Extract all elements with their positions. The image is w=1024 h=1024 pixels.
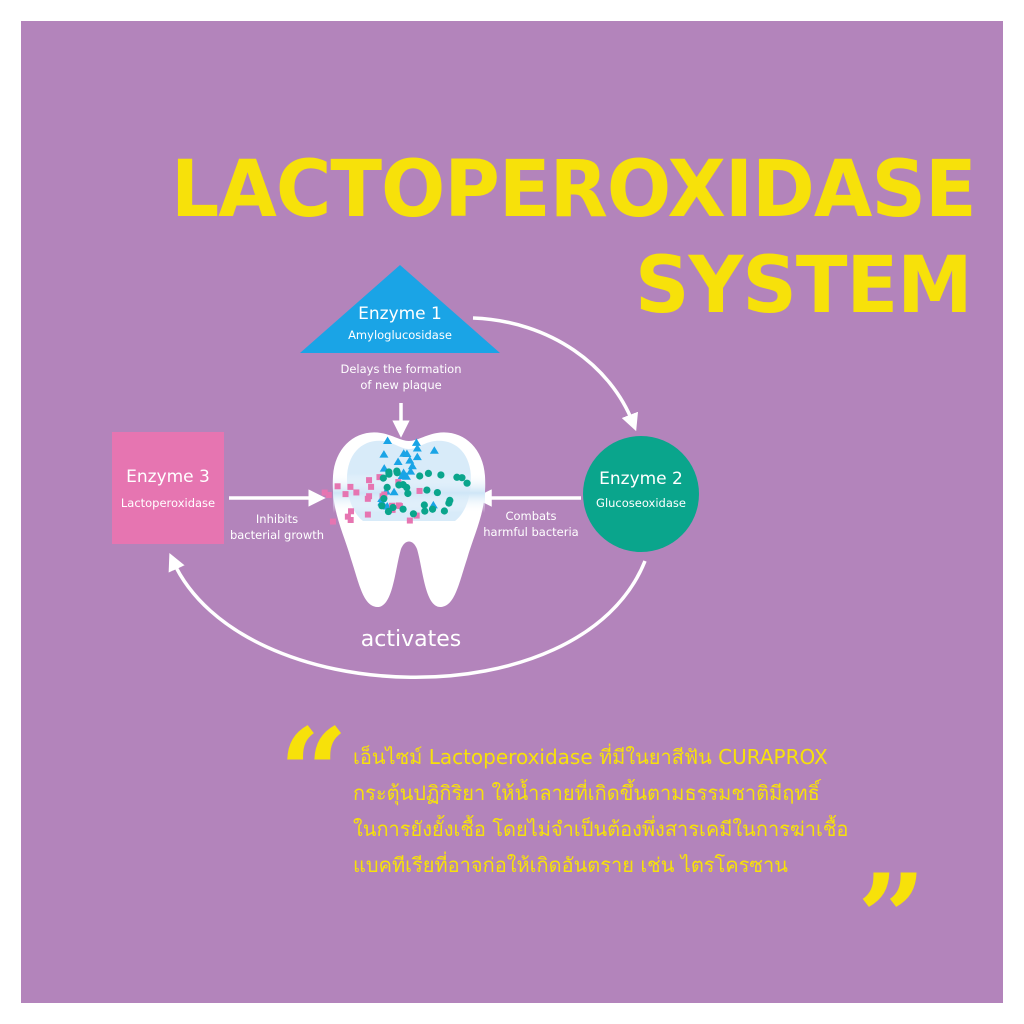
enzyme3-particle [364,511,371,518]
enzyme1-subtitle: Amyloglucosidase [348,328,452,342]
enzyme3-particle [348,508,355,515]
enzyme2-particle [384,507,393,516]
enzyme3-particle [347,483,354,490]
enzyme2-particle [463,479,471,487]
quote-line-3: ในการยังยั้งเชื้อ โดยไม่จำเป็นต้องพึ่งสา… [353,817,849,841]
enzyme3-note-line1: Inhibits [255,512,299,526]
enzyme2-particle [380,495,388,503]
enzyme3-note: Inhibits bacterial growth [217,511,337,543]
enzyme1-particle [383,436,393,445]
quote-line-2: กระตุ้นปฏิกิริยา ให้น้ำลายที่เกิดขึ้นตาม… [353,781,820,805]
enzyme2-particle [453,473,461,481]
enzyme3-particle [395,502,402,509]
enzyme1-triangle [300,265,500,353]
enzyme3-note-line2: bacterial growth [229,528,325,542]
enzyme2-particle [379,474,387,482]
enzyme1-particle [397,471,407,480]
enzyme3-particle [325,491,332,498]
enzyme1-name: Enzyme 1 [358,304,442,324]
enzyme2-particle [404,489,412,498]
enzyme2-particle [393,467,401,475]
enzyme3-particle [376,474,383,481]
enzyme2-particle [437,471,445,479]
enzyme3-particle [321,489,328,496]
enzyme2-particle [403,483,411,492]
enzyme3-particle [413,512,420,519]
enzyme1-particle [399,449,409,457]
enzyme1-particle [393,457,403,466]
enzyme1-particle [429,446,439,454]
title-line-2: SYSTEM [635,241,973,331]
enzyme1-note: Delays the formation of new plaque [311,361,491,393]
enzyme2-note-line2: harmful bacteria [483,525,579,539]
quote-line-4: แบคทีเรียที่อาจก่อให้เกิดอันตราย เช่น ไต… [353,853,788,877]
enzyme3-particle [353,489,360,496]
enzyme3-particle [368,483,375,490]
enzyme1-particle [379,450,389,458]
enzyme3-particle [366,493,373,500]
enzyme2-note: Combats harmful bacteria [476,508,586,540]
enzyme3-square [112,432,224,544]
enzyme3-particle [347,516,354,523]
infographic-panel: LACTOPEROXIDASE SYSTEM [21,21,1003,1003]
cycle-arrow-enzyme1-to-enzyme2 [472,316,639,432]
enzyme2-particle [399,505,407,513]
close-quote-mark: ” [857,848,927,989]
enzyme2-particle [409,510,418,518]
enzyme1-particle [389,487,399,496]
enzyme1-particle [405,456,415,464]
enzyme-particles [321,436,471,525]
enzyme2-name: Enzyme 2 [599,469,683,489]
diagram-graphics [112,265,699,679]
enzyme3-particle [366,477,373,484]
enzyme2-particle [378,502,386,510]
enzyme1-particle [412,452,422,461]
enzyme3-particle [406,517,413,524]
enzyme2-particle [433,488,441,497]
enzyme3-particle [344,513,351,520]
enzyme1-particle [407,461,417,470]
enzyme2-particle [383,483,391,491]
enzyme2-particle [416,472,424,480]
enzyme1-note-line1: Delays the formation [340,362,462,376]
enzyme2-particle [385,470,393,478]
enzyme2-particle [440,507,448,515]
enzyme2-particle [446,496,454,505]
cycle-label: activates [360,627,462,652]
open-quote-mark: “ [279,702,349,843]
enzyme2-particle [420,501,428,509]
enzyme1-particle [411,438,421,446]
enzyme3-subtitle: Lactoperoxidase [120,496,216,510]
enzyme2-particle [423,486,431,494]
enzyme-cycle-diagram: Enzyme 1 Amyloglucosidase Delays the for… [21,21,1003,1003]
quote-line-1: เอ็นไซม์ Lactoperoxidase ที่มีในยาสีฟัน … [353,745,828,769]
enzyme2-subtitle: Glucoseoxidase [596,496,686,510]
enzyme3-particle [342,491,349,498]
enzyme3-particle [329,518,336,525]
enzyme1-particle [406,467,416,475]
enzyme1-note-line2: of new plaque [360,378,442,392]
enzyme2-particle [424,469,433,477]
enzyme3-particle [416,487,423,494]
enzyme3-particle [334,483,341,490]
enzyme2-note-line1: Combats [505,509,557,523]
enzyme1-particle [412,444,422,452]
cycle-arrow-enzyme2-to-enzyme3 [168,553,647,679]
quote-text: เอ็นไซม์ Lactoperoxidase ที่มีในยาสีฟัน … [353,739,925,883]
enzyme2-particle [421,507,429,515]
enzyme2-circle [583,436,699,552]
title-line-1: LACTOPEROXIDASE [171,145,977,235]
enzyme2-particle [428,505,437,513]
enzyme3-name: Enzyme 3 [126,467,210,487]
enzyme2-particle [395,481,403,489]
